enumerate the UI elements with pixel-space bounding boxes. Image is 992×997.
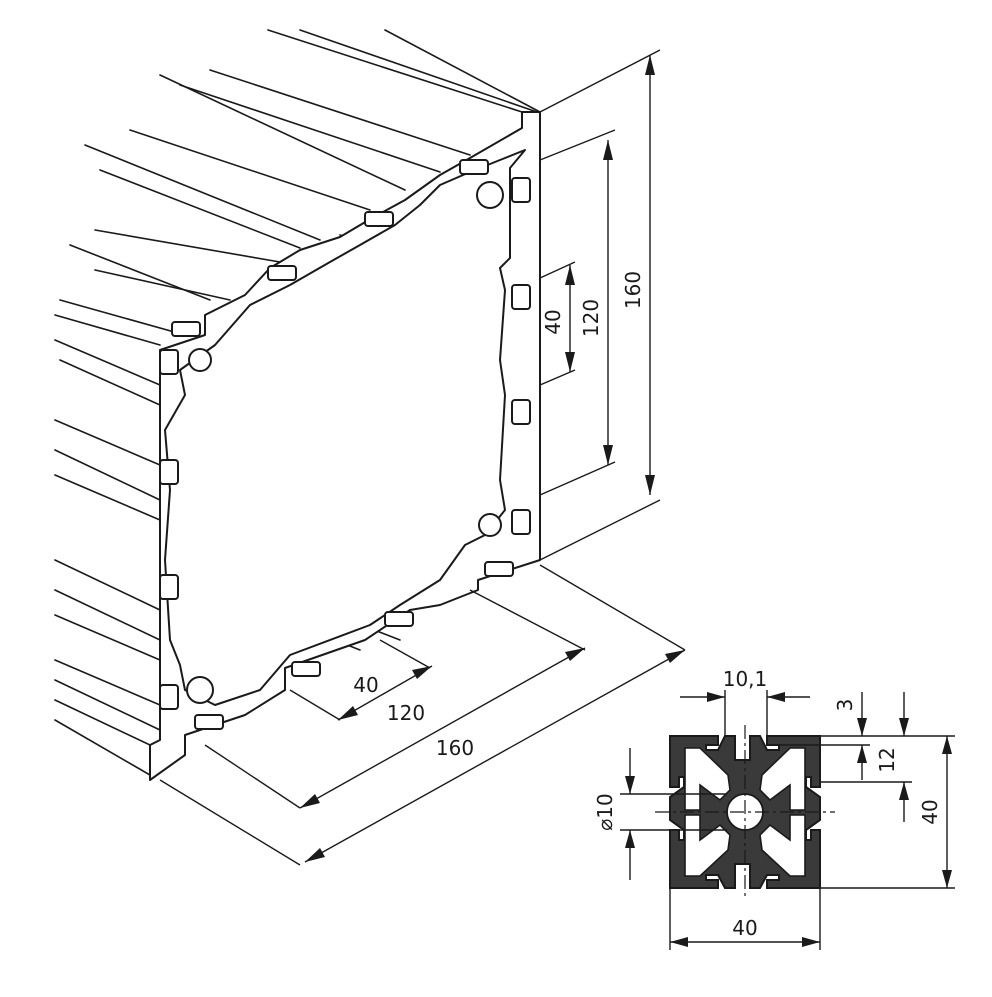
dim-slot-offset: 12	[875, 747, 899, 772]
dim-slot-depth: 3	[833, 699, 857, 712]
extrusion-edges-top	[54, 29, 541, 346]
dim-width-40: 40	[732, 916, 757, 940]
front-section	[149, 111, 541, 781]
corner-bores	[186, 181, 504, 704]
section-dimensions: 10,1 3 12 40 40	[593, 667, 955, 950]
iso-depth-dimensions: 40 120 160	[159, 564, 686, 866]
extrusion-edges-left	[54, 339, 161, 776]
isometric-profile	[54, 29, 541, 781]
slot-marks	[159, 159, 531, 730]
iso-vertical-dimensions: 160 120 40	[539, 49, 661, 561]
dim-height-40: 40	[918, 799, 942, 824]
dim-40-vertical: 40	[541, 309, 565, 334]
dim-bore-diameter: ⌀10	[593, 793, 617, 831]
dim-slot-width: 10,1	[723, 667, 768, 691]
dim-160-depth: 160	[436, 736, 474, 760]
dim-120-vertical: 120	[579, 299, 603, 337]
dim-120-depth: 120	[387, 701, 425, 725]
dim-40-depth: 40	[353, 673, 378, 697]
cross-section-40x40	[655, 725, 835, 900]
dim-160-vertical: 160	[621, 271, 645, 309]
